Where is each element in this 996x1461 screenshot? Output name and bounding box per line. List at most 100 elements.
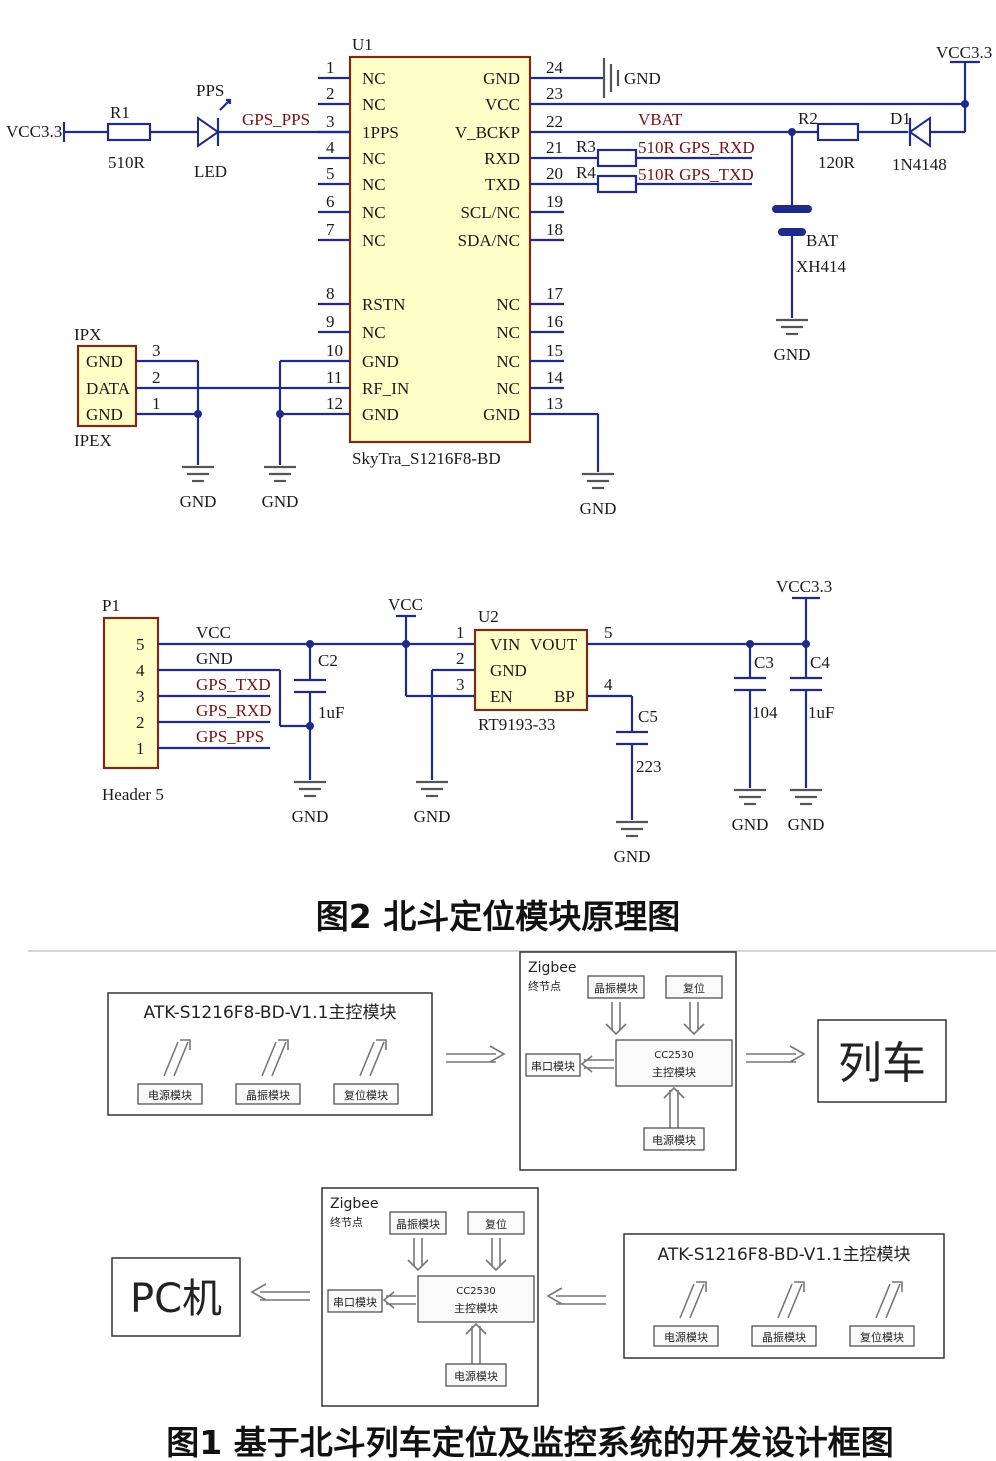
u1-pin-number: 14 (546, 368, 564, 387)
up-arrow-icon (359, 1039, 387, 1077)
u1-pin-number: 7 (326, 220, 335, 239)
p1-net-label: GND (196, 649, 233, 668)
main-control-label: 主控模块 (454, 1301, 498, 1315)
serial-label: 串口模块 (333, 1296, 377, 1309)
up-arrow-icon (465, 1322, 487, 1364)
zigbee-top-label: 晶振模块 (396, 1217, 440, 1231)
junction-dot (961, 100, 969, 108)
submodule-box (137, 1083, 203, 1105)
r2-value: 120R (818, 153, 856, 172)
zigbee-node-lower: Zigbee终节点晶振模块复位CC2530主控模块串口模块电源模块 (321, 1187, 539, 1407)
r3-label: R3 (576, 137, 596, 156)
u1-pin-name: 1PPS (362, 123, 399, 142)
r3-resistor (596, 148, 638, 168)
up-arrow-icon (777, 1281, 805, 1319)
ipx-pin-number: 2 (152, 368, 161, 387)
c3-label: C3 (754, 653, 774, 672)
serial-box (525, 1053, 581, 1077)
right-arrow-icon (746, 1045, 806, 1063)
header-label: Header 5 (102, 785, 164, 804)
serial-box (327, 1289, 383, 1313)
u2-part: RT9193-33 (478, 715, 555, 734)
atk-module-lower: ATK-S1216F8-BD-V1.1主控模块 电源模块晶振模块复位模块 (623, 1233, 945, 1359)
u1-pin-number: 10 (326, 341, 343, 360)
p1-net-label: GPS_PPS (196, 727, 264, 746)
u1-pin-number: 9 (326, 312, 335, 331)
gps-pps-net: GPS_PPS (242, 110, 310, 129)
submodule-box (653, 1325, 719, 1347)
up-arrow-icon (875, 1281, 903, 1319)
atk-submodules: 电源模块晶振模块复位模块 (137, 1039, 399, 1105)
ground-icon: GND (262, 465, 299, 511)
u2-pin-gnd: GND (490, 661, 527, 680)
up-arrow-icon (261, 1039, 289, 1077)
r3-net: 510R GPS_RXD (638, 138, 755, 157)
zigbee-top-label: 复位 (683, 981, 705, 995)
u1-pin-name: NC (496, 352, 520, 371)
u1-pin-number: 1 (326, 58, 335, 77)
u2-num-3: 3 (456, 675, 465, 694)
schematic-top: U1 SkyTra_S1216F8-BD 1NC2NC31PPS4NC5NC6N… (6, 35, 992, 518)
vcc33-label: VCC3.3 (776, 577, 832, 596)
u1-pin-name: NC (362, 231, 386, 250)
gnd-label: GND (614, 847, 651, 866)
down-arrow-icon (605, 1002, 627, 1036)
train-box (817, 1019, 947, 1103)
vcc-left-label: VCC3.3 (6, 122, 62, 141)
ground-icon: GND (614, 820, 651, 866)
submodule-box (849, 1325, 915, 1347)
submodule-label: 晶振模块 (762, 1330, 806, 1344)
u1-pin-name: NC (496, 323, 520, 342)
submodule-label: 晶振模块 (246, 1088, 290, 1102)
node-label: 终节点 (330, 1215, 363, 1229)
caption-figure-2: 图2 北斗定位模块原理图 (316, 897, 680, 936)
gnd-label: GND (774, 345, 811, 364)
u2-num-4: 4 (604, 675, 613, 694)
cc2530-box (615, 1039, 733, 1087)
c2-label: C2 (318, 651, 338, 670)
p1-label: P1 (102, 596, 120, 615)
u2-num-1: 1 (456, 623, 465, 642)
c3-value: 104 (752, 703, 778, 722)
ground-icon: GND (180, 465, 216, 511)
u2-pin-vin: VIN (490, 635, 520, 654)
zigbee-top-label: 晶振模块 (594, 981, 638, 995)
u1-pin-number: 2 (326, 84, 335, 103)
r2-label: R2 (798, 109, 818, 128)
u1-pin-number: 18 (546, 220, 563, 239)
u2-num-2: 2 (456, 649, 465, 668)
power-label: 电源模块 (454, 1369, 498, 1383)
r4-net: 510R GPS_TXD (638, 165, 754, 184)
vcc-right-label: VCC3.3 (936, 43, 992, 62)
caption-figure-1: 图1 基于北斗列车定位及监控系统的开发设计框图 (166, 1423, 893, 1461)
ipx-label: IPX (74, 325, 101, 344)
submodule-label: 电源模块 (664, 1330, 708, 1344)
u1-pin-name: VCC (485, 95, 520, 114)
zigbee-top-box (587, 975, 645, 999)
led-label: LED (194, 162, 227, 181)
u1-pin-number: 12 (326, 394, 343, 413)
p1-pin-number: 4 (136, 661, 145, 680)
bat-label: BAT (806, 231, 839, 250)
u1-pin-name: RXD (484, 149, 520, 168)
junction-dot (306, 722, 314, 730)
train-label: 列车 (838, 1038, 926, 1089)
pc-label: PC机 (130, 1276, 222, 1322)
u2-pin-bp: BP (554, 687, 575, 706)
gnd-label: GND (788, 815, 825, 834)
battery-icon (772, 205, 812, 213)
u1-pin-name: NC (362, 95, 386, 114)
u1-pin-number: 23 (546, 84, 563, 103)
submodule-box (333, 1083, 399, 1105)
p1-body (102, 616, 160, 770)
u1-pin-name: NC (496, 379, 520, 398)
u2-body (473, 628, 589, 712)
zigbee-label: Zigbee (528, 960, 576, 976)
diode-icon (908, 116, 931, 148)
u1-pin-name: TXD (485, 175, 520, 194)
p1-pin-number: 5 (136, 635, 145, 654)
gnd-label: GND (262, 492, 299, 511)
